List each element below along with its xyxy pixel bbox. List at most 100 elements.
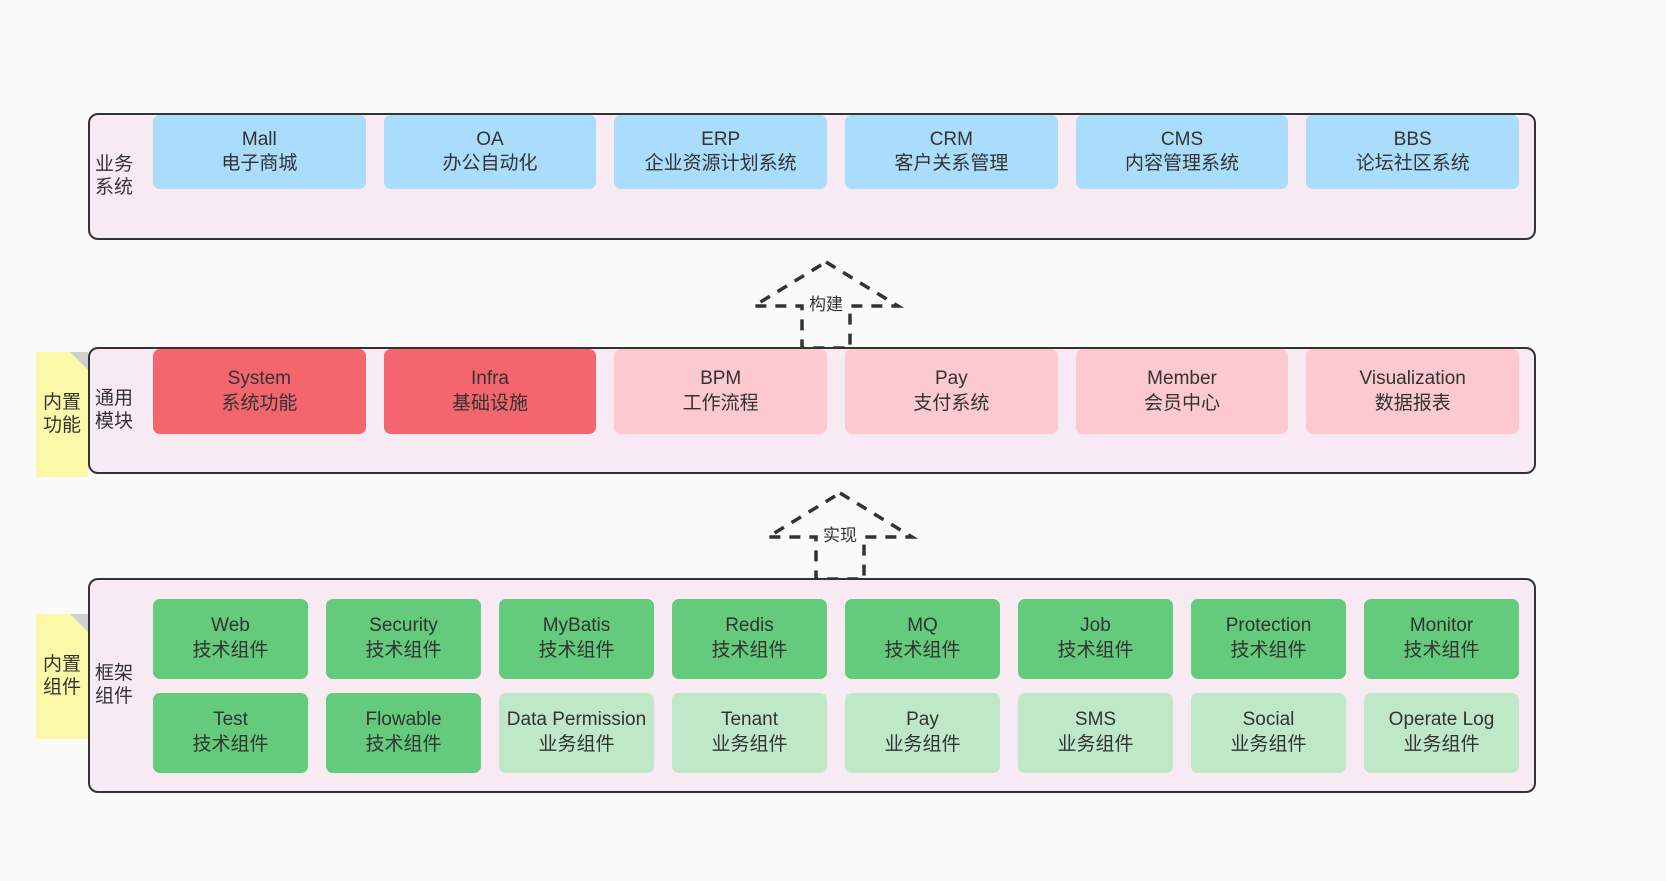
card-operate-log[interactable]: Operate Log 业务组件 bbox=[1364, 692, 1519, 773]
card-title-cn: 业务组件 bbox=[884, 733, 961, 755]
card-title-en: Redis bbox=[725, 615, 774, 637]
card-title-cn: 企业资源计划系统 bbox=[644, 153, 797, 174]
card-member[interactable]: Member 会员中心 bbox=[1075, 349, 1289, 434]
note-builtin-features: 内置功能 bbox=[36, 352, 88, 477]
card-title-cn: 技术组件 bbox=[365, 639, 442, 661]
card-redis[interactable]: Redis 技术组件 bbox=[672, 598, 827, 679]
card-protection[interactable]: Protection 技术组件 bbox=[1191, 598, 1346, 679]
card-pay-business[interactable]: Pay 业务组件 bbox=[845, 692, 1000, 773]
card-monitor[interactable]: Monitor 技术组件 bbox=[1364, 598, 1519, 679]
card-web[interactable]: Web 技术组件 bbox=[153, 598, 308, 679]
card-title-en: OA bbox=[476, 128, 504, 150]
card-title-en: Web bbox=[211, 615, 250, 637]
card-infra[interactable]: Infra 基础设施 bbox=[383, 349, 597, 434]
card-system[interactable]: System 系统功能 bbox=[153, 349, 366, 434]
card-erp[interactable]: ERP 企业资源计划系统 bbox=[614, 115, 828, 189]
card-title-en: Protection bbox=[1225, 615, 1312, 637]
card-mybatis[interactable]: MyBatis 技术组件 bbox=[499, 598, 654, 679]
note-text: 内置组件 bbox=[42, 654, 81, 698]
card-title-en: ERP bbox=[701, 128, 741, 150]
dashed-arrow-up-icon bbox=[761, 490, 919, 581]
card-title-cn: 技术组件 bbox=[711, 639, 788, 661]
framework-components-row-technical: Web 技术组件 Security 技术组件 MyBatis 技术组件 Redi… bbox=[144, 598, 1528, 679]
card-title-en: Pay bbox=[906, 709, 939, 731]
card-title-en: CRM bbox=[929, 128, 973, 150]
card-title-cn: 支付系统 bbox=[913, 392, 990, 414]
card-oa[interactable]: OA 办公自动化 bbox=[383, 115, 597, 189]
card-title-en: Test bbox=[213, 709, 248, 731]
card-flowable[interactable]: Flowable 技术组件 bbox=[326, 692, 481, 773]
layer-common-modules: 通用模块 System 系统功能 Infra 基础设施 BPM 工作流程 Pay… bbox=[88, 347, 1536, 474]
note-builtin-components: 内置组件 bbox=[36, 614, 88, 739]
card-title-en: Mall bbox=[241, 128, 277, 150]
card-sms[interactable]: SMS 业务组件 bbox=[1018, 692, 1173, 773]
card-crm[interactable]: CRM 客户关系管理 bbox=[845, 115, 1058, 189]
card-mall[interactable]: Mall 电子商城 bbox=[153, 115, 366, 189]
card-title-en: Job bbox=[1080, 615, 1111, 637]
card-title-en: Security bbox=[369, 615, 438, 637]
card-title-en: MQ bbox=[907, 615, 938, 637]
card-title-cn: 技术组件 bbox=[538, 639, 615, 661]
card-title-en: Data Permission bbox=[506, 709, 647, 731]
card-title-cn: 论坛社区系统 bbox=[1355, 153, 1470, 174]
card-title-en: Operate Log bbox=[1388, 709, 1495, 731]
card-bpm[interactable]: BPM 工作流程 bbox=[614, 349, 828, 434]
card-pay[interactable]: Pay 支付系统 bbox=[845, 349, 1058, 434]
connector-build: 构建 bbox=[746, 258, 906, 350]
card-title-cn: 技术组件 bbox=[884, 639, 961, 661]
card-title-cn: 数据报表 bbox=[1374, 392, 1451, 414]
card-security[interactable]: Security 技术组件 bbox=[326, 598, 481, 679]
card-title-cn: 技术组件 bbox=[1057, 639, 1134, 661]
card-title-cn: 业务组件 bbox=[1403, 733, 1480, 755]
card-title-cn: 会员中心 bbox=[1144, 392, 1221, 414]
connector-implement: 实现 bbox=[760, 489, 920, 581]
card-title-cn: 业务组件 bbox=[538, 733, 615, 755]
card-title-en: Flowable bbox=[365, 709, 442, 731]
note-text: 内置功能 bbox=[42, 392, 81, 436]
note-fold-corner-icon bbox=[70, 352, 88, 370]
card-title-en: BBS bbox=[1393, 128, 1432, 150]
note-fold-corner-icon bbox=[70, 614, 88, 632]
card-title-en: Tenant bbox=[720, 709, 779, 731]
card-visualization[interactable]: Visualization 数据报表 bbox=[1306, 349, 1520, 434]
card-title-cn: 内容管理系统 bbox=[1125, 153, 1240, 174]
layer-title-common-modules: 通用模块 bbox=[94, 388, 133, 432]
dashed-arrow-up-icon bbox=[747, 259, 905, 350]
layer-business-systems: 业务系统 Mall 电子商城 OA 办公自动化 ERP 企业资源计划系统 CRM… bbox=[88, 113, 1536, 240]
common-modules-card-row: System 系统功能 Infra 基础设施 BPM 工作流程 Pay 支付系统… bbox=[138, 349, 1534, 472]
card-title-en: Visualization bbox=[1359, 368, 1466, 390]
card-title-en: SMS bbox=[1074, 709, 1117, 731]
card-title-en: MyBatis bbox=[542, 615, 611, 637]
framework-components-grid: Web 技术组件 Security 技术组件 MyBatis 技术组件 Redi… bbox=[138, 580, 1534, 791]
card-title-cn: 基础设施 bbox=[452, 392, 529, 414]
card-title-cn: 技术组件 bbox=[192, 639, 269, 661]
card-bbs[interactable]: BBS 论坛社区系统 bbox=[1306, 115, 1520, 189]
card-title-cn: 电子商城 bbox=[221, 153, 298, 174]
card-mq[interactable]: MQ 技术组件 bbox=[845, 598, 1000, 679]
card-title-en: Social bbox=[1242, 709, 1295, 731]
card-social[interactable]: Social 业务组件 bbox=[1191, 692, 1346, 773]
card-job[interactable]: Job 技术组件 bbox=[1018, 598, 1173, 679]
layer-framework-components: 框架组件 Web 技术组件 Security 技术组件 MyBatis 技术组件… bbox=[88, 578, 1536, 793]
card-title-cn: 技术组件 bbox=[1403, 639, 1480, 661]
card-title-cn: 技术组件 bbox=[192, 733, 269, 755]
card-tenant[interactable]: Tenant 业务组件 bbox=[672, 692, 827, 773]
card-title-cn: 业务组件 bbox=[1057, 733, 1134, 755]
card-data-permission[interactable]: Data Permission 业务组件 bbox=[499, 692, 654, 773]
card-title-cn: 业务组件 bbox=[1230, 733, 1307, 755]
card-title-cn: 办公自动化 bbox=[442, 153, 538, 174]
card-title-cn: 系统功能 bbox=[221, 392, 298, 414]
card-title-en: CMS bbox=[1160, 128, 1204, 150]
card-title-cn: 工作流程 bbox=[682, 392, 759, 414]
layer-title-framework-components: 框架组件 bbox=[94, 663, 133, 707]
card-test[interactable]: Test 技术组件 bbox=[153, 692, 308, 773]
card-title-cn: 技术组件 bbox=[365, 733, 442, 755]
business-systems-card-row: Mall 电子商城 OA 办公自动化 ERP 企业资源计划系统 CRM 客户关系… bbox=[138, 115, 1534, 238]
connector-label-build: 构建 bbox=[806, 289, 846, 316]
card-title-cn: 技术组件 bbox=[1230, 639, 1307, 661]
card-cms[interactable]: CMS 内容管理系统 bbox=[1075, 115, 1289, 189]
card-title-en: Pay bbox=[934, 368, 968, 390]
card-title-cn: 客户关系管理 bbox=[894, 153, 1009, 174]
card-title-cn: 业务组件 bbox=[711, 733, 788, 755]
